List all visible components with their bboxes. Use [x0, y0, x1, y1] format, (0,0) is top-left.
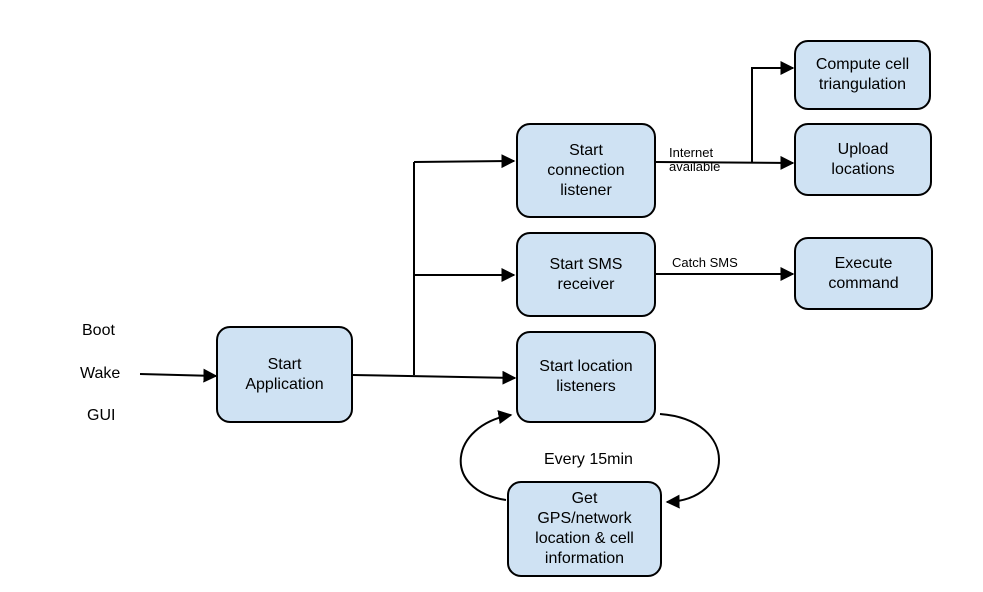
node-label: Compute cell triangulation	[815, 56, 910, 93]
node-label: Start location listeners	[539, 358, 633, 395]
label-every-15min: Every 15min	[544, 451, 633, 468]
node-compute-cell-triangulation: Compute cell triangulation	[794, 40, 931, 110]
trigger-wake: Wake	[80, 365, 121, 382]
node-start-application: Start Application	[216, 326, 353, 423]
node-start-sms-receiver: Start SMS receiver	[516, 232, 656, 317]
arrow-trigger-to-start-app	[139, 368, 218, 383]
arrow-internet-to-triangulation	[751, 61, 795, 162]
arrow-to-connection-listener	[413, 154, 516, 169]
label-catch-sms: Catch SMS	[672, 255, 738, 270]
label-internet-available: Internet available	[669, 145, 721, 174]
node-label: Start Application	[245, 355, 324, 393]
node-label: Start connection listener	[547, 141, 625, 199]
arrow-start-app-to-location	[352, 370, 517, 385]
node-execute-command: Execute command	[794, 237, 933, 310]
trigger-gui: GUI	[87, 407, 116, 424]
loop-arrow-to-get-location	[659, 413, 720, 509]
node-start-connection-listener: Start connection listener	[516, 123, 656, 218]
node-start-location-listeners: Start location listeners	[516, 331, 656, 423]
node-label: Start SMS receiver	[549, 255, 623, 293]
node-label: Execute command	[828, 254, 899, 292]
node-label: Get GPS/network location & cell informat…	[535, 490, 634, 567]
node-get-location-info: Get GPS/network location & cell informat…	[507, 481, 662, 577]
trigger-boot: Boot	[82, 322, 115, 339]
node-label: Upload locations	[831, 140, 895, 178]
arrow-internet-to-upload	[655, 155, 795, 170]
loop-arrow-to-location-listeners	[459, 410, 513, 501]
node-upload-locations: Upload locations	[794, 123, 932, 196]
